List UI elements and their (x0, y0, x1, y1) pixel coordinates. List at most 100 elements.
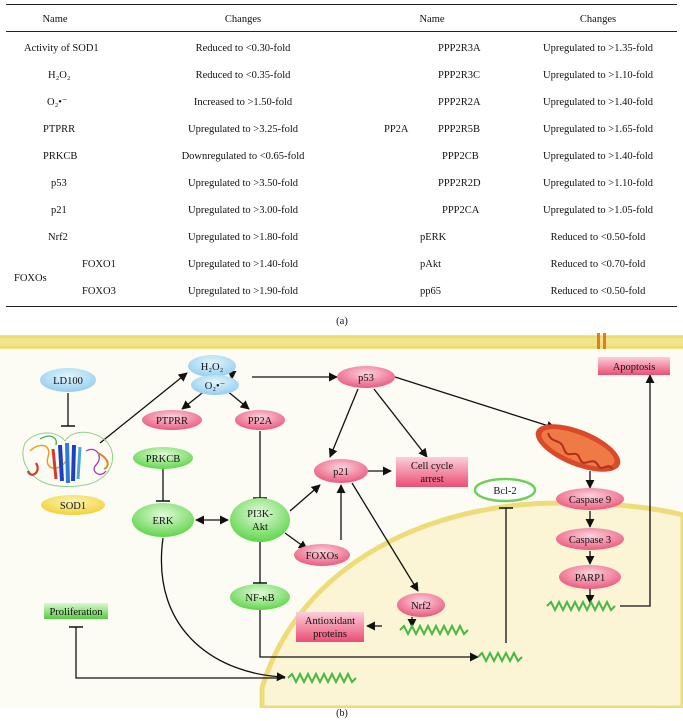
node-pi3k-akt-label-1: PI3K- (247, 509, 273, 520)
node-ld100-label: LD100 (53, 376, 83, 387)
signaling-diagram: LD100 SOD1 H₂O₂ O₂•⁻ p53 Apoptosis PTPRR… (0, 333, 683, 708)
left-row-name: H₂O₂ (48, 70, 71, 81)
node-p53 (337, 366, 395, 388)
panel-label-b: (b) (336, 708, 348, 719)
left-row-change: Upregulated to >3.00-fold (187, 205, 299, 216)
right-row-change: Reduced to <0.70-fold (550, 259, 646, 270)
node-pi3k-akt (230, 498, 290, 542)
header-name-right: Name (419, 14, 445, 25)
panel-label-a: (a) (336, 316, 348, 327)
foxos-group-label: FOXOs (14, 273, 47, 284)
node-bcl2-label: Bcl-2 (493, 486, 516, 497)
left-row-name: PRKCB (43, 151, 78, 162)
right-row-name: PPP2R3C (438, 70, 481, 81)
node-ptprr-label: PTPRR (156, 416, 188, 427)
dna-icon (477, 650, 523, 664)
right-row-name: PPP2CB (442, 151, 479, 162)
node-h2o2-label: H₂O₂ (201, 362, 224, 373)
header-changes-right: Changes (579, 14, 617, 25)
edge-pi3k-p21 (289, 484, 321, 512)
dna-icon (546, 599, 616, 613)
node-h2o2 (188, 355, 236, 377)
node-prkcb (133, 447, 193, 469)
right-row-change: Reduced to <0.50-fold (550, 286, 646, 297)
left-row-change: Reduced to <0.30-fold (195, 43, 291, 54)
edge-erk-dna (160, 537, 286, 682)
left-row-name: FOXO3 (82, 286, 116, 297)
left-row-change: Upregulated to >3.50-fold (187, 178, 299, 189)
node-ptprr (142, 410, 202, 430)
node-cell-cycle-arrest-label-2: arrest (420, 474, 443, 485)
right-row-change: Upregulated to >1.40-fold (542, 151, 654, 162)
edge-nfkb-dna (259, 608, 479, 662)
node-proliferation-label: Proliferation (49, 607, 103, 618)
membrane-channel (603, 333, 606, 349)
node-caspase3-label: Caspase 3 (569, 535, 611, 546)
left-row-change: Reduced to <0.35-fold (195, 70, 291, 81)
left-row-change: Upregulated to >1.80-fold (187, 232, 299, 243)
node-nfkb-label: NF-κB (245, 593, 274, 604)
node-proliferation (44, 603, 108, 619)
header-changes-left: Changes (224, 14, 262, 25)
node-pp2a (235, 410, 285, 430)
left-row-name: Nrf2 (48, 232, 68, 243)
node-nrf2-label: Nrf2 (411, 601, 431, 612)
right-row-change: Upregulated to >1.40-fold (542, 97, 654, 108)
left-row-name: FOXO1 (82, 259, 116, 270)
node-p53-label: p53 (358, 373, 374, 384)
left-row-change: Upregulated to >3.25-fold (187, 124, 299, 135)
left-row-name: O₂•⁻ (47, 97, 68, 108)
node-caspase9-label: Caspase 9 (569, 495, 611, 506)
right-row-change: Upregulated to >1.10-fold (542, 178, 654, 189)
right-row-change: Upregulated to >1.65-fold (542, 124, 654, 135)
node-caspase3 (556, 528, 624, 550)
results-table: Name Changes Name Changes Activity of SO… (0, 0, 683, 310)
right-row-name: pERK (420, 232, 447, 243)
right-row-change: Upregulated to >1.35-fold (542, 43, 654, 54)
cell-membrane (0, 335, 683, 349)
left-row-change: Increased to >1.50-fold (193, 97, 293, 108)
node-antioxidant-label-1: Antioxidant (305, 616, 355, 627)
left-row-change: Upregulated to >1.40-fold (187, 259, 299, 270)
right-row-change: Upregulated to >1.10-fold (542, 70, 654, 81)
node-p21-label: p21 (333, 467, 349, 478)
node-parp1-label: PARP1 (575, 573, 606, 584)
node-bcl2 (473, 477, 537, 503)
node-nrf2 (397, 593, 445, 617)
table-bottom-rule (6, 306, 677, 307)
node-foxos (294, 544, 350, 566)
node-sod1 (41, 495, 105, 515)
left-row-change: Upregulated to >1.90-fold (187, 286, 299, 297)
right-row-change: Upregulated to >1.05-fold (542, 205, 654, 216)
right-row-name: PPP2R2A (438, 97, 481, 108)
pp2a-group-label: PP2A (384, 124, 409, 135)
header-name-left: Name (42, 14, 68, 25)
right-row-change: Reduced to <0.50-fold (550, 232, 646, 243)
edge-p21-nrf2 (351, 482, 419, 592)
node-erk (132, 503, 194, 537)
edge-pi3k-foxos (284, 532, 308, 550)
left-row-change: Downregulated to <0.65-fold (181, 151, 305, 162)
node-cell-cycle-arrest-label-1: Cell cycle (411, 461, 454, 472)
right-row-name: PPP2R2D (438, 178, 481, 189)
right-row-name: PPP2R5B (438, 124, 481, 135)
left-row-name: Activity of SOD1 (24, 43, 99, 54)
edge-sod1-h2o2 (99, 372, 188, 444)
edge-dna-proliferation (75, 627, 285, 679)
node-nfkb (230, 584, 290, 610)
node-superoxide (191, 375, 239, 395)
node-ld100 (40, 368, 96, 392)
node-pp2a-label: PP2A (248, 416, 273, 427)
edge-p53-p21 (328, 388, 359, 458)
node-cell-cycle-arrest (396, 457, 468, 487)
node-antioxidant-label-2: proteins (313, 629, 347, 640)
node-prkcb-label: PRKCB (146, 454, 180, 465)
edge-p53-arrest (373, 388, 428, 458)
table-header-rule (6, 31, 677, 32)
node-sod1-label: SOD1 (60, 501, 86, 512)
left-row-name: PTPRR (43, 124, 76, 135)
node-superoxide-label: O₂•⁻ (205, 381, 225, 392)
dna-icon (399, 623, 469, 637)
table-top-rule (6, 4, 677, 5)
right-row-name: PPP2CA (442, 205, 480, 216)
